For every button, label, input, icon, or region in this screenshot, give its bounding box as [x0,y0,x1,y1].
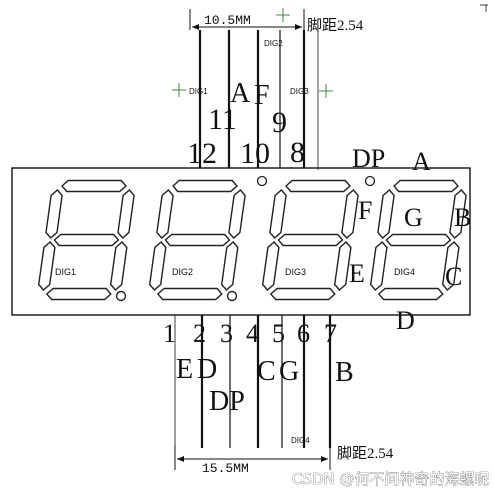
segment-label-c: C [445,262,462,291]
bottom-pin-label-dp: DP [209,386,245,417]
bottom-dim-arrow-left [177,456,184,462]
digit-1-segment-b [117,189,135,239]
bottom-pin-label-g: G [279,356,299,387]
crosshair-marks [172,8,333,98]
display-module-outline [11,167,471,316]
top-pin-9: 9 [272,106,287,139]
top-pin-8: 8 [290,136,305,169]
digit-1-segment-c [109,241,128,291]
digit-2-segment-c [220,241,239,291]
segment-label-f: F [358,196,372,225]
digit-label-dig1: DIG1 [55,267,76,277]
bottom-pin-4: 4 [246,319,259,348]
bottom-dimension-label: 15.5MM [202,461,249,476]
dp-marker-dig3 [256,175,268,187]
digit-3-segment-f [269,189,287,239]
digit-4-segment-g [385,233,452,247]
digit-3-segment-c [333,241,352,291]
segment-label-d: D [396,306,415,335]
bottom-tag-dig4: DIG4 [291,436,310,445]
top-pin-11: 11 [208,103,237,136]
top-pin-10: 10 [240,137,270,170]
bottom-pitch-label: 脚距2.54 [337,445,394,462]
digit-2-segment-d [156,287,223,301]
csdn-watermark: CSDN @何不问神奇的海螺呢 [292,470,490,488]
top-dimension-label: 10.5MM [204,13,251,28]
top-pin-leads [198,30,306,168]
digit-4-segment-c [441,241,460,291]
top-pin-12: 12 [187,137,217,170]
digit-label-dig3: DIG3 [285,267,306,277]
bottom-pin-label-c: C [257,356,276,387]
digit-4-segment-f [377,189,395,239]
digit-1-segment-e [37,241,56,291]
bottom-pin-2: 2 [193,319,206,348]
bottom-pin-7: 7 [324,319,337,348]
bottom-pin-label-e: E [176,354,193,385]
dp-marker-dig4 [364,175,376,187]
digit-label-dig2: DIG2 [172,267,193,277]
bottom-pin-label-b: B [335,357,354,388]
segment-label-g: G [404,203,423,232]
bottom-pin-5: 5 [272,319,285,348]
top-dim-arrow-left [192,24,199,30]
digit-3-segment-b [341,189,359,239]
digit-2-segment-g [164,233,231,247]
segment-label-dp: DP [352,144,385,173]
digit-2-segment-a [172,179,238,193]
top-tag-dig1: DIG1 [189,87,208,96]
segment-label-a: A [412,147,431,176]
digit-label-dig4: DIG4 [394,267,415,277]
digit-3-segment-a [285,179,351,193]
digit-2-segment-b [228,189,246,239]
bottom-pin-6: 6 [297,319,310,348]
top-dim-arrow-right [295,24,302,30]
bottom-pin-label-d: D [197,354,217,385]
digit-3-segment-e [261,241,280,291]
top-tag-dig3: DIG3 [290,87,309,96]
digit-2-segment-e [148,241,167,291]
digit-4-segment-e [369,241,388,291]
digit-2-segment-f [156,189,174,239]
digit-3-segment-d [269,287,336,301]
top-pin-label-a: A [230,78,251,109]
digit-4-segment-a [393,179,459,193]
digit-1-segment-g [53,233,120,247]
bottom-pin-leads [200,315,332,448]
bottom-pin-3: 3 [220,319,233,348]
digit-3-segment-g [277,233,344,247]
digit-2-decimal-point [226,290,238,302]
top-pitch-label: 脚距2.54 [307,17,364,34]
segment-label-b: B [454,203,471,232]
segment-label-e: E [349,259,365,288]
top-tag-dig2: DIG2 [264,39,283,48]
digit-1-segment-f [45,189,63,239]
bottom-pin-1: 1 [163,319,176,348]
digits-group [37,179,467,302]
digit-1-segment-d [45,287,112,301]
digit-4-segment-b [449,189,467,239]
top-pin-label-f: F [254,80,270,111]
digit-4-segment-d [377,287,444,301]
digit-1-decimal-point [115,290,127,302]
bottom-dim-arrow-right [321,456,328,462]
digit-1-segment-a [61,179,127,193]
